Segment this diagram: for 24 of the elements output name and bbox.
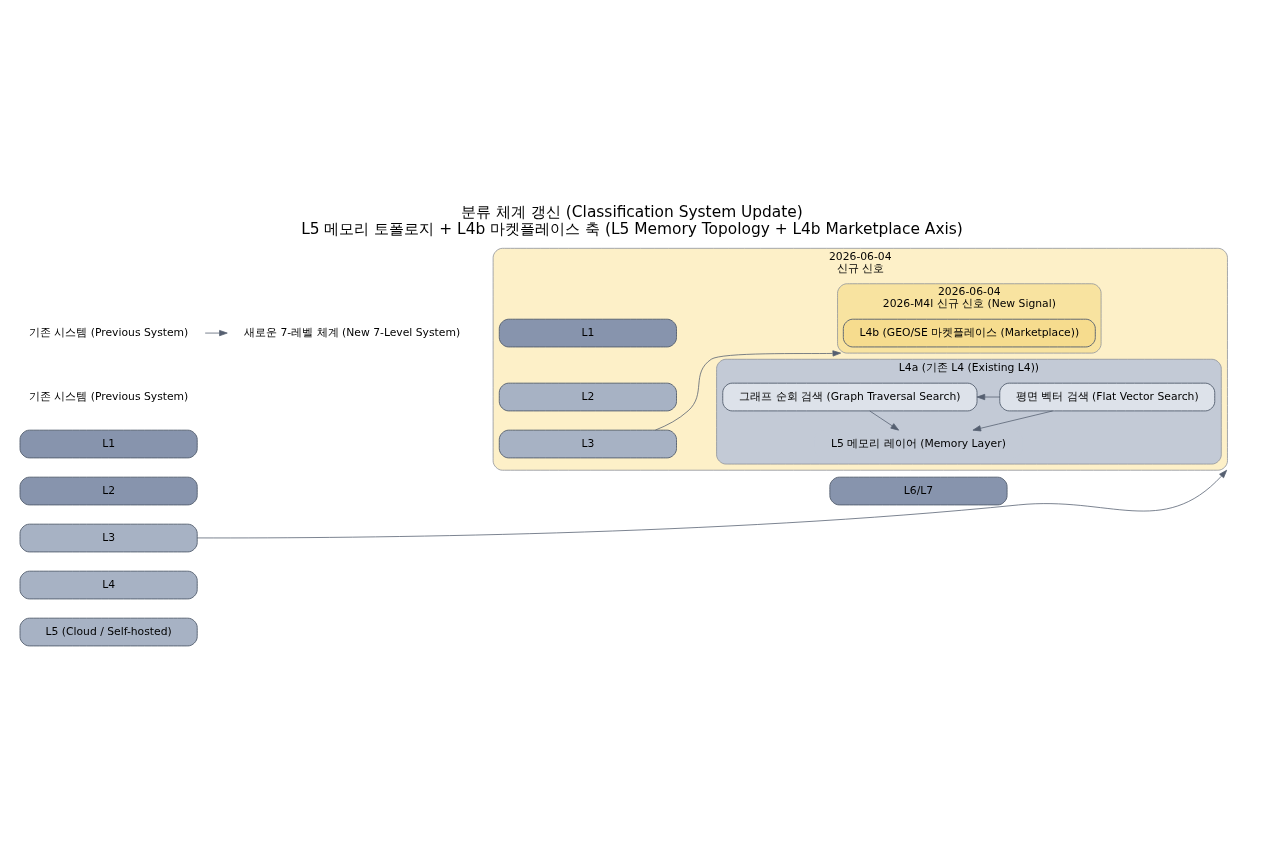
- node-box: L1: [19, 429, 198, 459]
- node-box: L1: [498, 318, 677, 348]
- node-box: L2: [19, 476, 198, 506]
- node-box: L2: [498, 382, 677, 412]
- node-box: L4: [19, 570, 198, 600]
- node-box: L6/L7: [829, 476, 1008, 506]
- arrow: [869, 410, 900, 431]
- node-text: 기존 시스템 (Previous System): [28, 325, 189, 339]
- arrow: [196, 469, 1228, 539]
- arrow: [972, 410, 1054, 432]
- arrow: [204, 330, 228, 337]
- arrow: [976, 393, 1001, 401]
- diagram-title: 분류 체계 갱신 (Classification System Update): [461, 203, 803, 222]
- node-box: L3: [498, 429, 677, 459]
- node-box: L3: [19, 523, 198, 553]
- node-box: 그래프 순회 검색 (Graph Traversal Search): [722, 382, 978, 412]
- node-box: L4b (GEO/SE 마켓플레이스 (Marketplace)): [842, 318, 1096, 348]
- node-box: L5 (Cloud / Self-hosted): [19, 617, 198, 647]
- node-text: L5 메모리 레이어 (Memory Layer): [831, 436, 1006, 450]
- arrow: [655, 350, 842, 431]
- node-text: 기존 시스템 (Previous System): [28, 389, 189, 403]
- caption: L5 메모리 토폴로지 + L4b 마켓플레이스 축 (L5 Memory Topology + L4b Marketplace Axis): [301, 220, 963, 239]
- node-text: 새로운 7-레벨 체계 (New 7-Level System): [244, 325, 461, 339]
- node-box: 평면 벡터 검색 (Flat Vector Search): [999, 382, 1216, 412]
